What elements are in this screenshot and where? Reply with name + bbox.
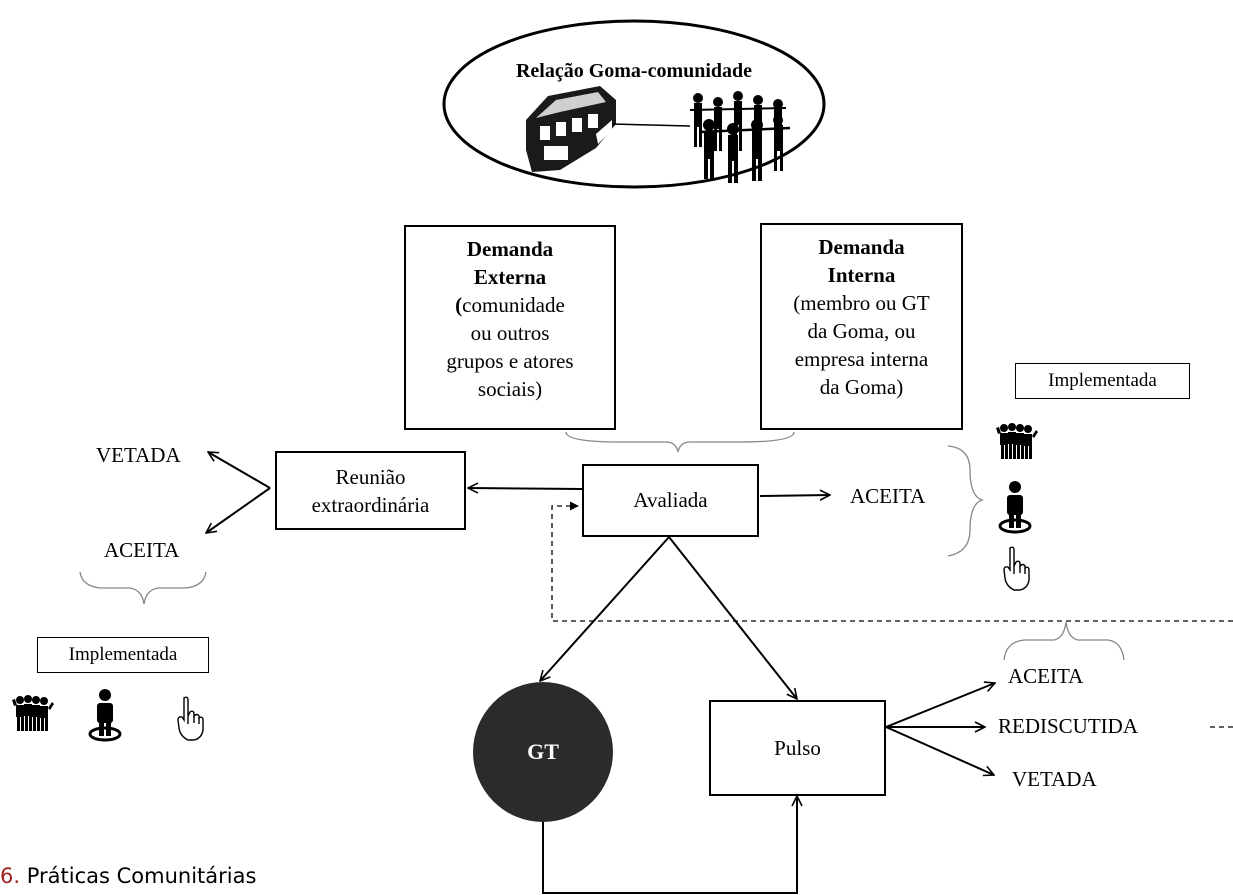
vetada-pulso-label: VETADA <box>1012 767 1097 791</box>
person-icon <box>998 481 1032 534</box>
implementada-right-label: Implementada <box>1015 363 1190 399</box>
title-ellipse <box>442 19 826 189</box>
demanda-externa-heading-1: Demanda <box>466 237 554 261</box>
demanda-interna-heading-1: Demanda <box>818 235 905 259</box>
caption-text: Práticas Comunitárias <box>26 864 257 888</box>
arrow-reuniao-aceita <box>206 487 271 533</box>
implementada-left-label: Implementada <box>37 637 209 673</box>
dashed-feedback-line <box>551 501 1233 622</box>
vetada-left-label: VETADA <box>96 443 181 467</box>
reuniao-label-1: Reunião <box>335 465 406 489</box>
demanda-externa-box: Demanda Externa (comunidade ou outros gr… <box>404 225 616 430</box>
aceita-right-brace <box>947 445 985 557</box>
demanda-externa-line-2: ou outros <box>470 321 550 345</box>
arrow-reuniao-vetada <box>208 452 271 489</box>
demanda-interna-heading-2: Interna <box>827 263 896 287</box>
demanda-externa-line-4: sociais) <box>477 377 543 401</box>
demanda-externa-paren: ( <box>455 293 463 317</box>
arrow-avaliada-pulso <box>668 536 797 699</box>
arrow-avaliada-gt <box>540 536 670 681</box>
reuniao-node: Reunião extraordinária <box>275 451 466 530</box>
hand-pointer-icon <box>177 696 204 741</box>
caption-number: 6. <box>0 864 21 888</box>
person-icon <box>88 689 122 742</box>
demanda-interna-line-2: da Goma, ou <box>807 319 916 343</box>
rediscutida-label: REDISCUTIDA <box>998 714 1138 738</box>
reuniao-label-2: extraordinária <box>311 493 430 517</box>
aceita-pulso-label: ACEITA <box>1008 664 1084 688</box>
demanda-externa-line-3: grupos e atores <box>446 349 574 373</box>
arrow-gt-pulso-loop <box>542 796 797 894</box>
aceita-right-label: ACEITA <box>850 484 926 508</box>
diagram-title: Relação Goma-comunidade <box>515 60 753 82</box>
group-icon <box>996 423 1038 459</box>
gt-label: GT <box>527 739 559 764</box>
demanda-interna-line-4: da Goma) <box>819 375 904 399</box>
arrow-pulso-vetada <box>885 726 994 775</box>
aceita-left-brace <box>79 571 207 605</box>
gt-node <box>473 682 613 822</box>
avaliada-node: Avaliada <box>582 464 759 537</box>
pulso-aceita-brace <box>1003 621 1125 661</box>
arrow-avaliada-aceita <box>759 495 830 496</box>
community-circle-icon <box>689 91 791 183</box>
aceita-left-label: ACEITA <box>104 538 180 562</box>
pulso-node: Pulso <box>709 700 886 796</box>
demanda-externa-line-1: comunidade <box>462 293 565 317</box>
demand-brace <box>565 431 795 453</box>
demanda-interna-line-3: empresa interna <box>794 347 929 371</box>
demanda-externa-heading-2: Externa <box>473 265 547 289</box>
arrow-avaliada-reuniao <box>468 488 583 489</box>
demanda-interna-box: Demanda Interna (membro ou GT da Goma, o… <box>760 223 963 430</box>
group-icon <box>12 695 54 731</box>
arrow-pulso-aceita <box>885 683 995 728</box>
building-icon <box>526 86 616 172</box>
figure-caption: 6. Práticas Comunitárias <box>0 864 256 888</box>
avaliada-label: Avaliada <box>633 488 708 512</box>
connector-building-community <box>611 123 691 127</box>
demanda-interna-line-1: (membro ou GT <box>793 291 930 315</box>
hand-pointer-icon <box>1003 546 1030 591</box>
pulso-label: Pulso <box>774 735 821 760</box>
